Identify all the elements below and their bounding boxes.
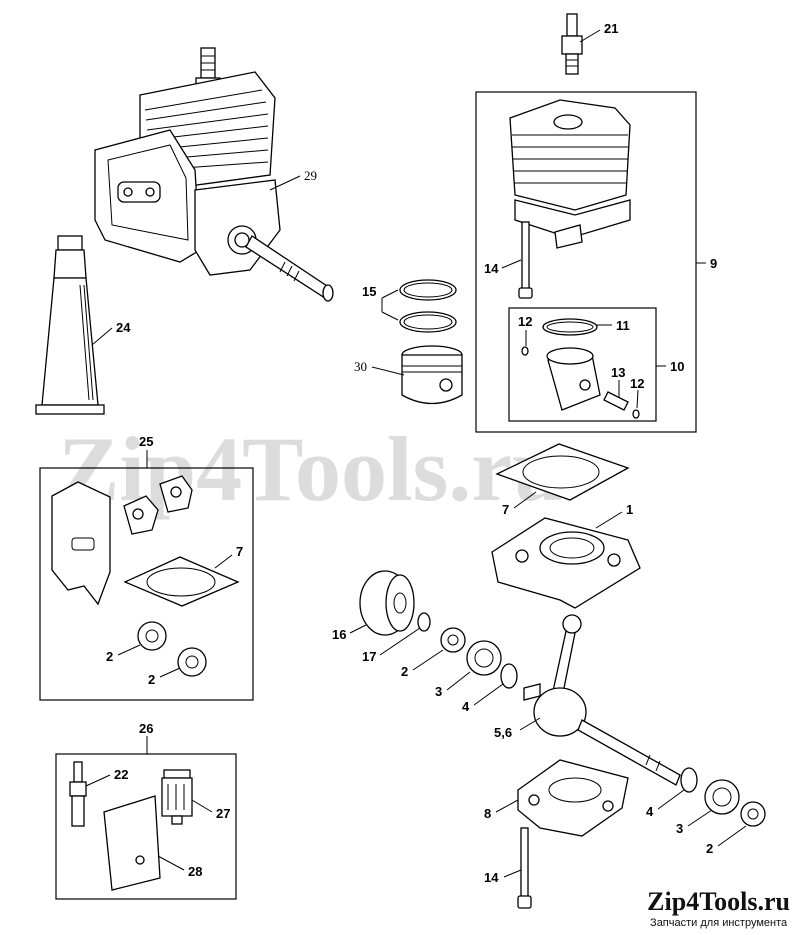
callout-7-main: 7 xyxy=(502,502,509,517)
callout-27: 27 xyxy=(216,806,230,821)
callout-3-row: 3 xyxy=(435,684,442,699)
cylinder-kit-box xyxy=(475,91,697,433)
cylinder-bolt xyxy=(518,221,533,299)
seal-left xyxy=(440,627,466,653)
callout-30: 30 xyxy=(354,359,367,374)
callout-8: 8 xyxy=(484,806,491,821)
callout-11: 11 xyxy=(616,318,630,333)
callout-14-upper: 14 xyxy=(484,261,499,276)
callout-2-right: 2 xyxy=(706,841,713,856)
fan-hub xyxy=(359,570,415,636)
callout-7-box: 7 xyxy=(236,544,243,559)
brand-tagline: Запчасти для инструмента xyxy=(650,917,788,929)
callout-25: 25 xyxy=(139,434,153,449)
callout-12-right: 12 xyxy=(630,376,644,391)
crankcase-bolt xyxy=(517,827,532,909)
cylinder-gasket xyxy=(495,443,630,501)
grease-tube xyxy=(35,235,105,415)
callout-5-6: 5,6 xyxy=(494,725,512,740)
bearing-left xyxy=(466,640,502,676)
callout-16: 16 xyxy=(332,627,346,642)
callout-21: 21 xyxy=(604,21,618,36)
callout-13: 13 xyxy=(611,365,625,380)
callout-22: 22 xyxy=(114,767,128,782)
service-kit-box xyxy=(55,753,237,900)
crankcase-upper xyxy=(491,517,641,609)
seal-right xyxy=(740,801,766,827)
crankshaft xyxy=(523,614,681,786)
snap-ring-right xyxy=(680,767,698,793)
callout-24: 24 xyxy=(116,320,131,335)
leader-lines xyxy=(85,29,747,878)
callout-26: 26 xyxy=(139,721,153,736)
callout-15: 15 xyxy=(362,284,376,299)
callout-9: 9 xyxy=(710,256,717,271)
washer xyxy=(417,612,431,632)
bearing-right xyxy=(704,779,740,815)
callout-17: 17 xyxy=(362,649,376,664)
snap-ring-left xyxy=(500,663,518,689)
brand-name: Zip4Tools.ru xyxy=(647,887,790,916)
gasket-set xyxy=(51,475,240,677)
callout-2-box-bottom: 2 xyxy=(148,672,155,687)
callout-28: 28 xyxy=(188,864,202,879)
callout-3-right: 3 xyxy=(676,821,683,836)
callout-14-lower: 14 xyxy=(484,870,499,885)
brand-logo[interactable]: Zip4Tools.ru Запчасти для инструмента xyxy=(647,887,790,930)
piston xyxy=(401,345,463,405)
piston-kit-box xyxy=(508,307,657,422)
piston-kit xyxy=(521,318,640,419)
callout-1: 1 xyxy=(626,502,633,517)
piston-rings xyxy=(399,279,457,333)
callout-2-row: 2 xyxy=(401,664,408,679)
service-kit xyxy=(69,761,193,891)
callout-12-left: 12 xyxy=(518,314,532,329)
crankcase-lower xyxy=(517,759,629,837)
spark-plug xyxy=(561,13,583,75)
callout-4-row: 4 xyxy=(462,699,470,714)
callout-4-right: 4 xyxy=(646,804,654,819)
callout-labels: 29 21 24 9 10 11 12 13 12 14 15 30 25 7 … xyxy=(106,21,717,885)
callout-29: 29 xyxy=(304,168,317,183)
callout-2-box-top: 2 xyxy=(106,649,113,664)
callout-10: 10 xyxy=(670,359,684,374)
engine-assembly xyxy=(94,47,334,302)
cylinder xyxy=(509,99,631,249)
